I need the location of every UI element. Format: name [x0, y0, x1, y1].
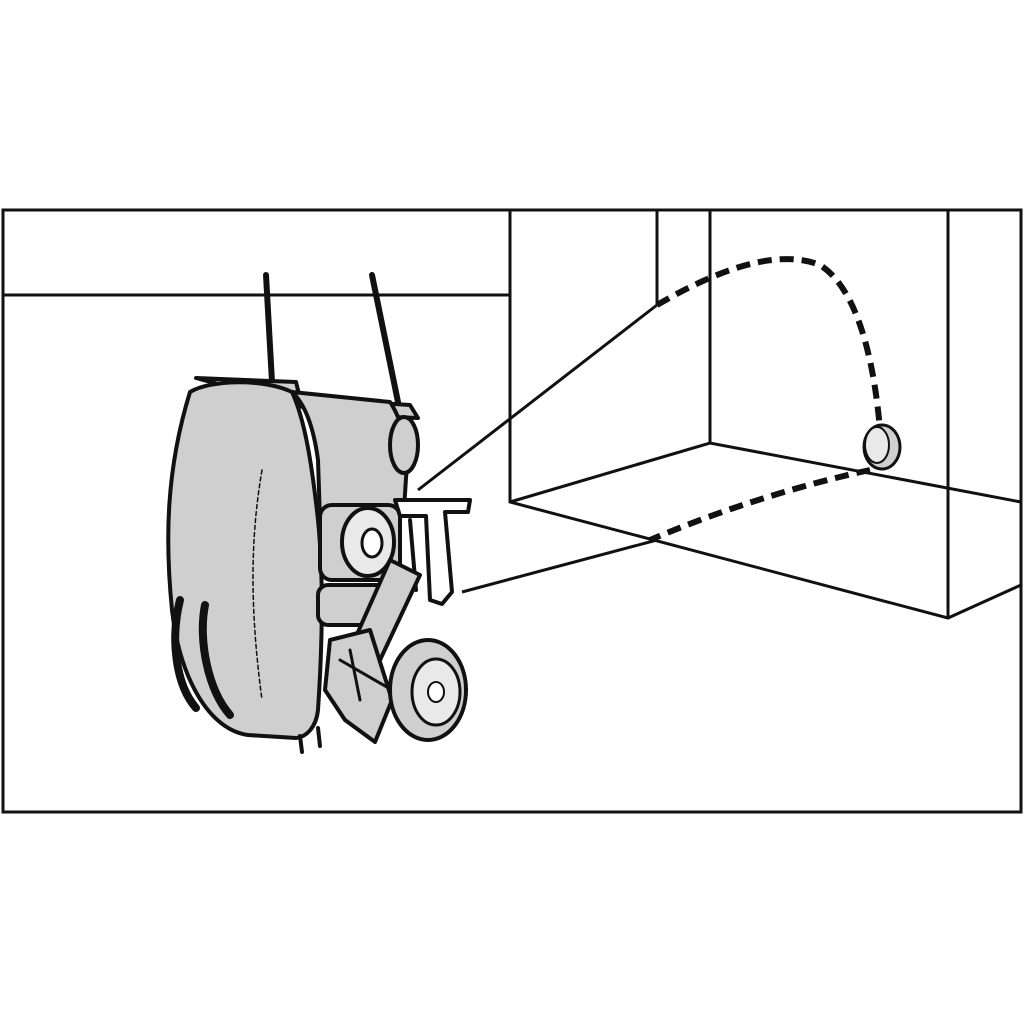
wall-socket-icon [862, 423, 902, 471]
projection-lines [417, 303, 658, 594]
frame-border [1, 208, 1023, 814]
wheel [388, 638, 468, 742]
grip-left [171, 596, 200, 712]
grip-right [198, 601, 234, 719]
cabinet [508, 210, 1022, 620]
power-cord-icon [648, 256, 883, 543]
handle-left [263, 272, 275, 385]
main-housing [166, 380, 324, 740]
vacuum-cleaner-icon [166, 272, 472, 754]
handle-right [369, 272, 401, 405]
